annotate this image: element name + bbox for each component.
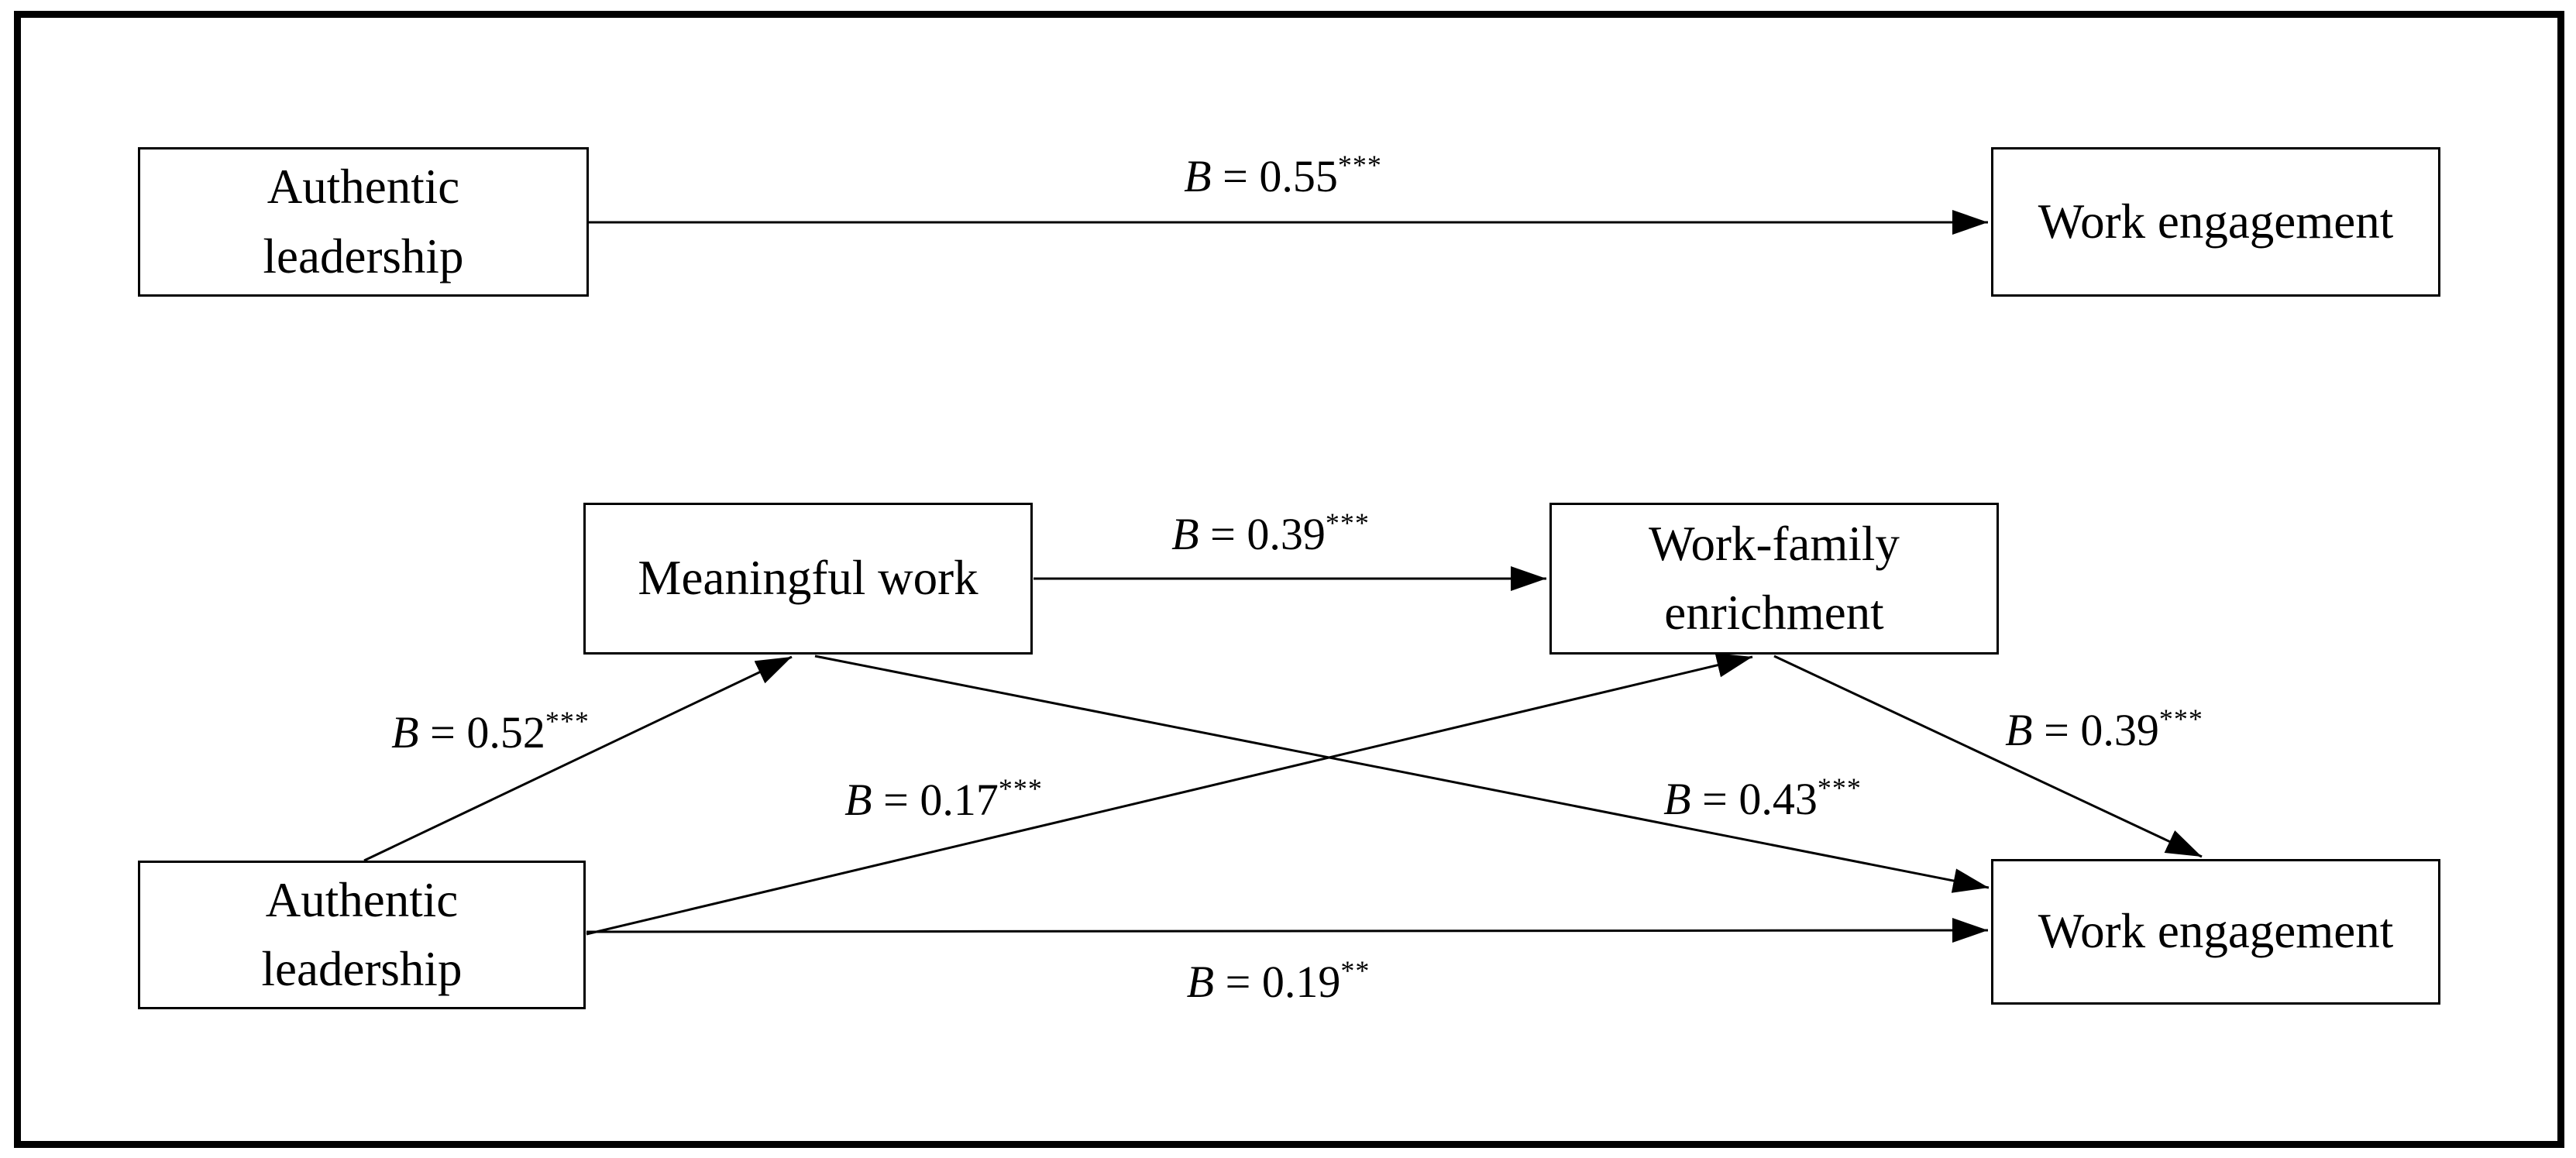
path-label-wfe-to-we: B = 0.39*** xyxy=(2005,705,2203,755)
coef-symbol: B xyxy=(1171,509,1199,559)
node-meaningful-work: Meaningful work xyxy=(583,503,1033,655)
coef-symbol: B xyxy=(1663,774,1691,824)
node-authentic-leadership-bottom: Authentic leadership xyxy=(138,861,586,1009)
significance-stars: *** xyxy=(1325,507,1370,538)
significance-stars: *** xyxy=(1817,771,1862,803)
node-label: Work-family enrichment xyxy=(1649,516,1900,640)
node-label: Work engagement xyxy=(2038,194,2394,249)
path-label-al-to-mw: B = 0.52*** xyxy=(391,707,590,758)
path-label-total-al-to-we: B = 0.55*** xyxy=(1184,151,1382,201)
path-label-mw-to-wfe: B = 0.39*** xyxy=(1171,509,1370,559)
significance-stars: *** xyxy=(998,772,1043,804)
coef-symbol: B xyxy=(391,707,419,758)
coef-value: = 0.39 xyxy=(2032,705,2159,755)
coef-value: = 0.17 xyxy=(872,775,999,825)
node-work-engagement-bottom: Work engagement xyxy=(1991,859,2440,1005)
node-label: Authentic leadership xyxy=(263,160,464,283)
node-work-engagement-top: Work engagement xyxy=(1991,147,2440,297)
path-label-mw-to-we: B = 0.43*** xyxy=(1663,774,1862,824)
coef-symbol: B xyxy=(844,775,872,825)
coef-value: = 0.52 xyxy=(418,707,545,758)
coef-value: = 0.55 xyxy=(1211,151,1338,201)
significance-stars: ** xyxy=(1340,954,1371,986)
coef-value: = 0.43 xyxy=(1690,774,1818,824)
node-label: Authentic leadership xyxy=(261,872,463,996)
coef-value: = 0.39 xyxy=(1199,509,1326,559)
node-label: Work engagement xyxy=(2038,904,2394,959)
node-label: Meaningful work xyxy=(638,551,978,606)
significance-stars: *** xyxy=(545,705,590,737)
path-label-al-to-wfe: B = 0.17*** xyxy=(844,775,1043,825)
coef-symbol: B xyxy=(1184,151,1212,201)
coef-symbol: B xyxy=(1186,957,1215,1007)
significance-stars: *** xyxy=(2158,703,2203,734)
coef-symbol: B xyxy=(2005,705,2033,755)
path-label-direct-al-to-we: B = 0.19** xyxy=(1186,957,1371,1007)
significance-stars: *** xyxy=(1337,149,1382,180)
node-work-family-enrichment: Work-family enrichment xyxy=(1549,503,1999,655)
coef-value: = 0.19 xyxy=(1214,957,1341,1007)
figure-border-frame xyxy=(14,11,2564,1148)
node-authentic-leadership-top: Authentic leadership xyxy=(138,147,589,297)
